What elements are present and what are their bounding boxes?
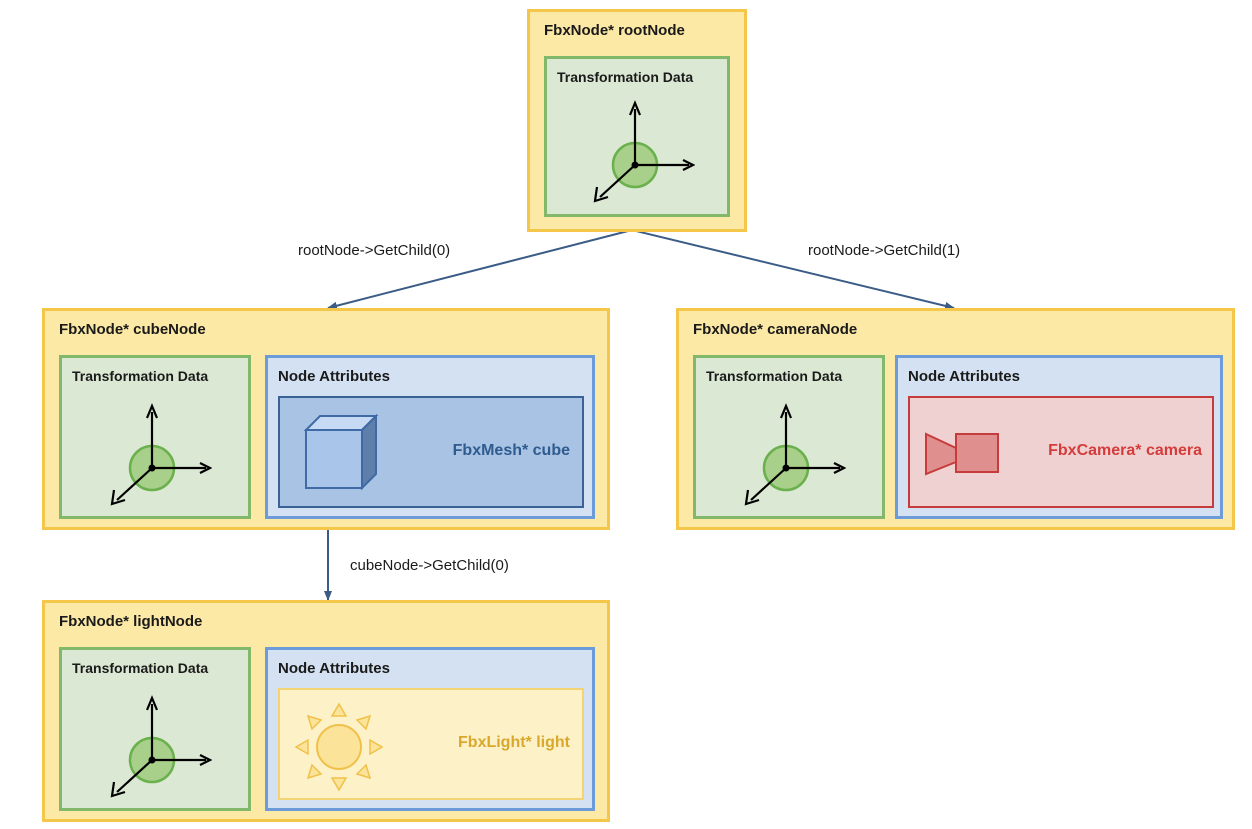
attributes-label: Node Attributes [278,660,390,677]
camera-icon [925,432,999,476]
light-attribute: FbxLight* light [278,688,584,800]
attributes-label: Node Attributes [278,368,390,385]
transform-label: Transformation Data [72,368,209,384]
light-node: FbxNode* lightNode Transformation Data N… [42,600,610,822]
attributes-panel: Node Attributes FbxMesh* cube [265,355,595,519]
edge-label-root-to-cube: rootNode->GetChild(0) [298,242,451,259]
transform-label: Transformation Data [72,660,209,676]
edge-label-cube-to-light: cubeNode->GetChild(0) [350,557,509,574]
cube-icon [303,413,379,491]
attributes-panel: Node Attributes FbxCamera* camera [895,355,1223,519]
axes-icon [593,100,695,203]
axes-icon [744,403,846,506]
node-title: FbxNode* cameraNode [693,321,858,338]
camera-node: FbxNode* cameraNode Transformation Data … [676,308,1235,530]
mesh-attribute: FbxMesh* cube [278,396,584,508]
attributes-label: Node Attributes [908,368,1020,385]
camera-attribute: FbxCamera* camera [908,396,1214,508]
edge-root-to-cube [327,229,633,310]
node-title: FbxNode* cubeNode [59,321,206,338]
transform-panel: Transformation Data [59,355,251,519]
edge-label-root-to-camera: rootNode->GetChild(1) [808,242,961,259]
transform-label: Transformation Data [706,368,843,384]
node-title: FbxNode* lightNode [59,613,203,630]
cube-node: FbxNode* cubeNode Transformation Data No… [42,308,610,530]
transform-panel: Transformation Data [59,647,251,811]
axes-icon [110,695,212,798]
node-title: FbxNode* rootNode [544,22,685,39]
root-node: FbxNode* rootNode Transformation Data [527,9,747,232]
mesh-label: FbxMesh* cube [452,442,570,459]
light-label: FbxLight* light [458,734,570,751]
transform-label: Transformation Data [557,69,694,85]
edge-root-to-camera [631,229,955,310]
transform-panel: Transformation Data [544,56,730,217]
axes-icon [110,403,212,506]
attributes-panel: Node Attributes FbxLight* light [265,647,595,811]
sun-icon [294,702,384,792]
camera-label: FbxCamera* camera [1048,442,1202,459]
transform-panel: Transformation Data [693,355,885,519]
